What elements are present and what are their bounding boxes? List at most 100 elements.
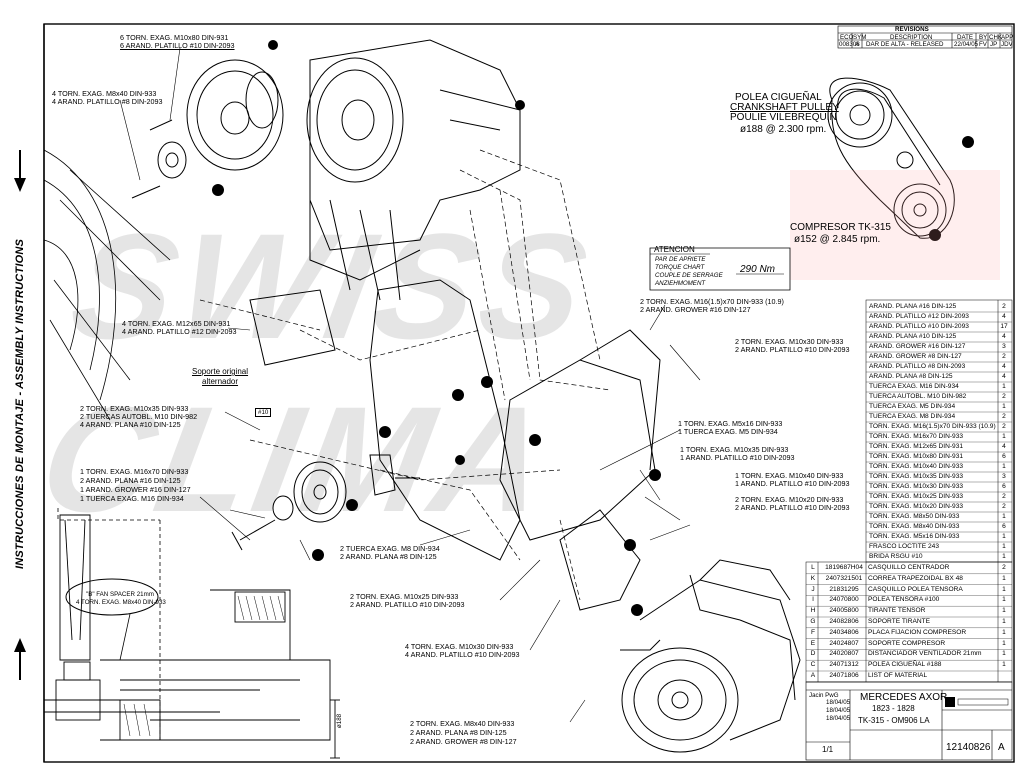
callout-13b: 2 ARAND. PLANA #8 DIN-125 — [340, 552, 437, 561]
title-scale: 1/1 — [822, 745, 834, 754]
callout-17b: 2 ARAND. PLANA #8 DIN-125 — [410, 728, 507, 737]
construction-lines — [199, 149, 611, 601]
hardware-qty: 1 — [1002, 553, 1006, 560]
callout-13a: 2 TUERCA EXAG. M8 DIN-934 — [340, 544, 440, 553]
parts-qty: 1 — [1002, 574, 1006, 582]
rev-date: 22/04/05 — [954, 41, 979, 48]
hardware-row: TORN. EXAG. M10x30 DIN-933 6 — [866, 482, 1012, 492]
rev-eco: 008308 — [839, 41, 860, 48]
rev-col-sym: SYM — [853, 34, 867, 41]
parts-desc: CASQUILLO CENTRADOR — [868, 564, 950, 571]
title-drawn: Jacin PwG — [809, 692, 839, 699]
callout-6a: 2 TORN. EXAG. M10x30 DIN-933 — [735, 337, 844, 346]
rev-desc: DAR DE ALTA - RELEASED — [866, 41, 944, 48]
rev-col-date: DATE — [957, 34, 974, 41]
compressor-label-1: COMPRESOR TK-315 — [790, 222, 891, 233]
parts-qty: 1 — [1002, 618, 1006, 625]
hardware-qty: 3 — [1002, 343, 1006, 350]
crank-label-3: POULIE VILEBREQUIN — [730, 112, 837, 123]
hardware-desc: TORN. EXAG. M16x70 DIN-933 — [869, 433, 964, 440]
title-date-1: 18/04/05 — [826, 699, 851, 706]
callout-4a: Soporte original — [192, 367, 249, 376]
parts-letter: F — [810, 628, 816, 636]
hardware-row: TORN. EXAG. M8x40 DIN-933 6 — [866, 522, 1012, 532]
hardware-desc: TORN. EXAG. M8x40 DIN-933 — [869, 523, 960, 530]
callout-14b: 4 TORN. EXAG. M8x40 DIN-933 — [76, 599, 166, 606]
hardware-desc: ARAND. PLANA #16 DIN-125 — [869, 303, 957, 310]
parts-qty: 1 — [1002, 650, 1006, 658]
mounting-brackets — [231, 279, 661, 611]
hardware-qty: 6 — [1002, 483, 1006, 490]
hardware-qty: 1 — [1002, 533, 1006, 540]
dimension-188: ø188 — [336, 713, 343, 728]
callout-17c: 2 ARAND. GROWER #8 DIN-127 — [410, 737, 517, 746]
hardware-qty: 6 — [1002, 523, 1006, 530]
callout-1b: 6 ARAND. PLATILLO #10 DIN-2093 — [120, 41, 235, 50]
hardware-desc: TORN. EXAG. M10x30 DIN-933 — [869, 483, 964, 490]
hardware-qty: 3 — [1002, 473, 1006, 480]
callout-5b: 2 ARAND. GROWER #16 DIN-127 — [640, 305, 751, 314]
callout-7c: 4 ARAND. PLANA #10 DIN-125 — [80, 420, 181, 429]
callout-6b: 2 ARAND. PLATILLO #10 DIN-2093 — [735, 345, 850, 354]
hardware-desc: ARAND. GROWER #16 DIN-127 — [869, 343, 966, 350]
title-date-2: 18/04/05 — [826, 707, 851, 714]
hardware-qty: 2 — [1002, 413, 1006, 420]
hardware-qty: 1 — [1002, 513, 1006, 520]
hardware-desc: TORN. EXAG. M10x80 DIN-931 — [869, 453, 964, 460]
callout-9a: 1 TORN. EXAG. M10x35 DIN-933 — [680, 445, 789, 454]
engine-front — [131, 39, 521, 301]
parts-desc: SOPORTE COMPRESOR — [868, 639, 946, 647]
revisions-header: REVISIONS — [895, 26, 929, 33]
hardware-qty: 4 — [1002, 443, 1006, 450]
callout-11b: 1 ARAND. PLATILLO #10 DIN-2093 — [735, 479, 850, 488]
hardware-qty: 4 — [1002, 373, 1006, 380]
parts-qty: 1 — [1002, 661, 1006, 669]
hardware-row: TORN. EXAG. M16(1.5)x70 DIN-933 (10.9)2 — [866, 422, 1012, 432]
parts-letter: H — [810, 607, 816, 615]
parts-qty: 1 — [1002, 639, 1006, 647]
hardware-desc: TORN. EXAG. M10x25 DIN-933 — [869, 493, 964, 500]
parts-desc: POLEA TENSORA #100 — [868, 596, 940, 604]
title-models: 1823 - 1828 — [872, 704, 915, 713]
hardware-desc: FRASCO LOCTITE 243 — [869, 543, 939, 550]
parts-qty: 1 — [1002, 596, 1006, 604]
hardware-qty: 1 — [1002, 403, 1006, 410]
side-title: INSTRUCCIONES DE MONTAJE - ASSEMBLY INST… — [14, 238, 26, 570]
rev-col-by: BY — [979, 34, 988, 41]
callout-7-tag: #10 — [255, 408, 272, 417]
rev-sym: A — [855, 41, 860, 48]
callout-10b: 2 ARAND. PLANA #16 DIN-125 — [80, 476, 181, 485]
parts-number: 1819687H04 — [825, 564, 863, 571]
down-arrow-icon — [14, 150, 26, 192]
callout-16a: 4 TORN. EXAG. M10x30 DIN-933 — [405, 642, 514, 651]
parts-number: 2407321501 — [825, 574, 863, 582]
parts-number: 24020807 — [829, 650, 859, 658]
callout-3b: 4 ARAND. PLATILLO #12 DIN-2093 — [122, 327, 237, 336]
callout-8a: 1 TORN. EXAG. M5x16 DIN-933 — [678, 419, 783, 428]
crank-label-4: ø188 @ 2.300 rpm. — [740, 124, 827, 135]
rev-app: JDV — [1001, 41, 1013, 48]
hardware-desc: TORN. EXAG. M16(1.5)x70 DIN-933 (10.9) — [869, 423, 996, 430]
rev-col-desc: DESCRIPTION — [890, 34, 933, 41]
callout-1a: 6 TORN. EXAG. M10x80 DIN-931 — [120, 33, 229, 42]
hardware-desc: ARAND. PLANA #10 DIN-125 — [869, 333, 957, 340]
callout-11a: 1 TORN. EXAG. M10x40 DIN-933 — [735, 471, 844, 480]
parts-letter: D — [810, 650, 816, 658]
parts-letter: I — [812, 596, 814, 604]
callout-5a: 2 TORN. EXAG. M16(1.5)x70 DIN-933 (10.9) — [640, 297, 784, 306]
hardware-qty: 2 — [1002, 303, 1006, 310]
hardware-qty: 6 — [1002, 453, 1006, 460]
